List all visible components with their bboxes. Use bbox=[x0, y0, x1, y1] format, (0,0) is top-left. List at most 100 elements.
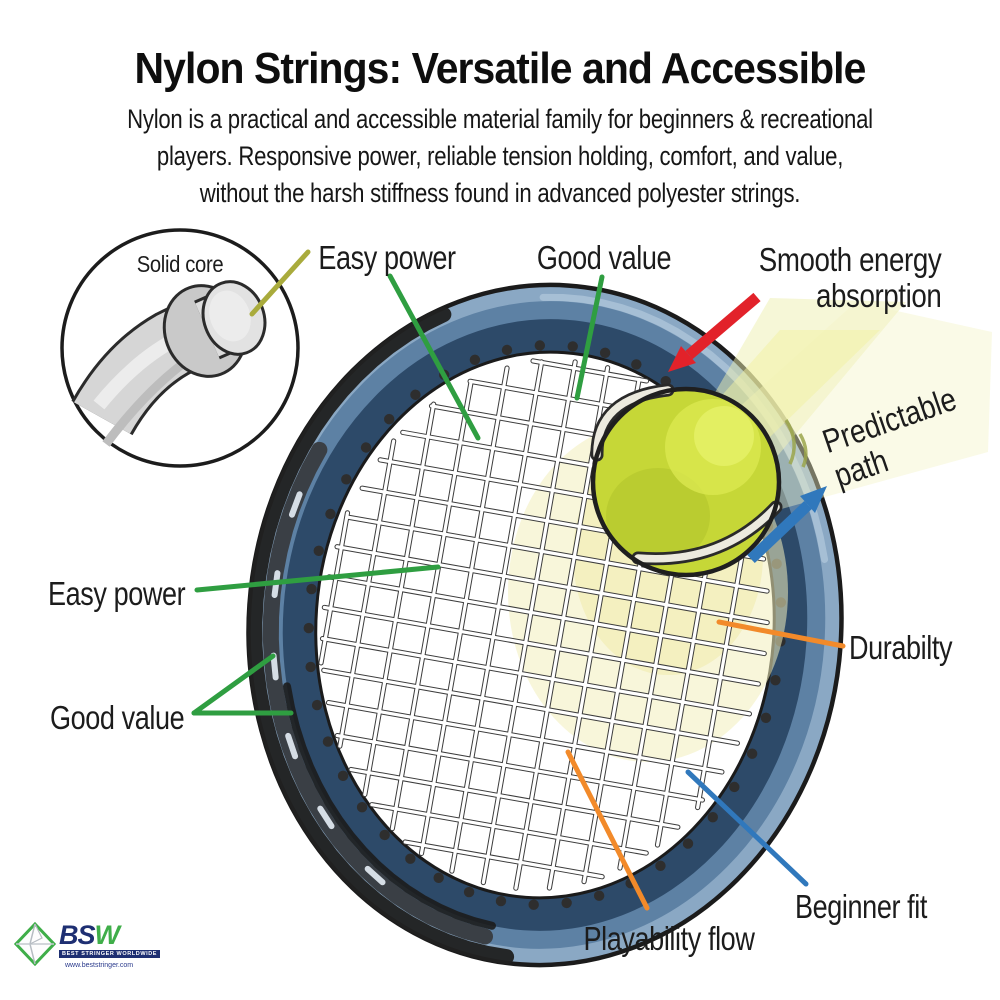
grommet bbox=[305, 661, 316, 673]
leader-good-value-top bbox=[574, 274, 605, 401]
motion-arc-1 bbox=[784, 419, 796, 465]
frame-highlight bbox=[539, 293, 829, 563]
grommet bbox=[360, 442, 372, 453]
leader-playability bbox=[565, 749, 650, 911]
impact-arrow-shaft bbox=[685, 292, 761, 360]
main-string bbox=[390, 379, 473, 831]
cross-string bbox=[322, 668, 739, 745]
grommet-channel-slot bbox=[364, 865, 386, 886]
grommet bbox=[463, 886, 475, 898]
label-solid-core: Solid core bbox=[136, 251, 224, 277]
frame-dark-stripe bbox=[283, 682, 496, 930]
main-string bbox=[338, 439, 396, 748]
path-arrow-shaft bbox=[747, 501, 812, 563]
grommet bbox=[631, 359, 642, 370]
grommet bbox=[746, 748, 758, 759]
grommet bbox=[322, 736, 334, 747]
grommet-channel-slot bbox=[288, 491, 303, 518]
label-playability-flow: Playability flow bbox=[583, 920, 755, 957]
subtitle-line-1: Nylon is a practical and accessible mate… bbox=[127, 104, 873, 134]
ball-outline bbox=[590, 386, 782, 578]
bsw-tagline: BEST STRINGER WORLDWIDE bbox=[59, 950, 161, 958]
ball-shade bbox=[606, 468, 710, 564]
impact-arrow-head bbox=[668, 346, 696, 372]
bsw-logo: BSW BEST STRINGER WORLDWIDE www.beststri… bbox=[14, 922, 161, 969]
leader-good-value-left-a bbox=[191, 653, 276, 716]
subtitle-line-2: players. Responsive power, reliable tens… bbox=[156, 141, 844, 171]
label-smooth-energy-line1: Smooth energy bbox=[758, 241, 941, 278]
grommet-channel-slot bbox=[285, 732, 299, 760]
leader-lines bbox=[191, 249, 846, 911]
cross-string bbox=[335, 545, 769, 625]
grommet-channel-slot bbox=[317, 805, 335, 830]
leader-easy-power-left bbox=[194, 564, 441, 593]
cross-string bbox=[320, 636, 752, 716]
beam-wide bbox=[716, 302, 992, 516]
grommet bbox=[561, 897, 572, 909]
cross-string bbox=[370, 803, 648, 855]
main-string bbox=[481, 360, 577, 885]
grommet bbox=[655, 860, 666, 871]
bsw-wordmark: BSW bbox=[59, 922, 160, 949]
grommet bbox=[356, 801, 368, 813]
leader-durability bbox=[716, 619, 846, 649]
grommet bbox=[770, 674, 781, 686]
grommet bbox=[433, 872, 444, 884]
ball-seam-upper bbox=[593, 386, 672, 459]
grommet bbox=[313, 545, 324, 557]
grommet bbox=[337, 770, 349, 782]
tennis-ball bbox=[590, 383, 808, 578]
leader-easy-power-top bbox=[387, 273, 481, 441]
grommet bbox=[325, 508, 336, 520]
grommet bbox=[729, 781, 740, 793]
grommet bbox=[379, 829, 390, 841]
grommet bbox=[469, 354, 481, 366]
core-face-sheen bbox=[209, 290, 251, 342]
label-smooth-energy: Smooth energy absorption bbox=[758, 242, 941, 313]
grommet bbox=[567, 341, 578, 352]
cross-string bbox=[335, 734, 704, 802]
grommet bbox=[410, 389, 421, 400]
bsw-diamond-icon bbox=[14, 922, 56, 966]
label-easy-power-left: Easy power bbox=[48, 575, 186, 612]
grommet bbox=[303, 622, 314, 634]
label-durability: Durabilty bbox=[849, 629, 953, 666]
ball-highlight-bright bbox=[694, 406, 754, 466]
label-easy-power-top: Easy power bbox=[318, 239, 456, 276]
label-beginner-fit: Beginner fit bbox=[795, 888, 927, 925]
main-string bbox=[450, 360, 544, 873]
bsw-url: www.beststringer.com bbox=[65, 962, 134, 969]
label-good-value-top: Good value bbox=[536, 239, 672, 276]
main-string bbox=[319, 511, 350, 665]
main-string bbox=[363, 402, 436, 797]
main-string bbox=[419, 366, 509, 856]
grommet bbox=[599, 347, 611, 358]
path-arrow bbox=[747, 486, 827, 563]
bsw-bs: BS bbox=[59, 920, 96, 950]
ball-seam-lower bbox=[634, 503, 780, 563]
grommet bbox=[534, 340, 546, 351]
cross-string bbox=[349, 767, 680, 829]
grommet bbox=[707, 811, 718, 823]
grommet bbox=[760, 712, 772, 724]
frame-band-navy bbox=[282, 319, 808, 931]
grommet bbox=[384, 413, 395, 425]
cross-string bbox=[346, 515, 769, 593]
grommet bbox=[528, 899, 539, 910]
subtitle-line-3: without the harsh stiffness found in adv… bbox=[199, 178, 801, 208]
leader-solid-core bbox=[249, 249, 311, 317]
grommet bbox=[341, 474, 352, 485]
impact-arrow bbox=[668, 292, 761, 372]
path-arrow-head bbox=[800, 486, 827, 513]
label-good-value-left: Good value bbox=[50, 699, 185, 736]
motion-arc-2 bbox=[798, 433, 808, 468]
grommet bbox=[501, 344, 513, 356]
grommet bbox=[593, 890, 605, 901]
page-title: Nylon Strings: Versatile and Accessible bbox=[134, 44, 867, 93]
grommet-channel-slot bbox=[270, 652, 279, 681]
grommet bbox=[682, 838, 694, 849]
cross-string bbox=[403, 840, 604, 879]
grommet bbox=[311, 699, 323, 711]
